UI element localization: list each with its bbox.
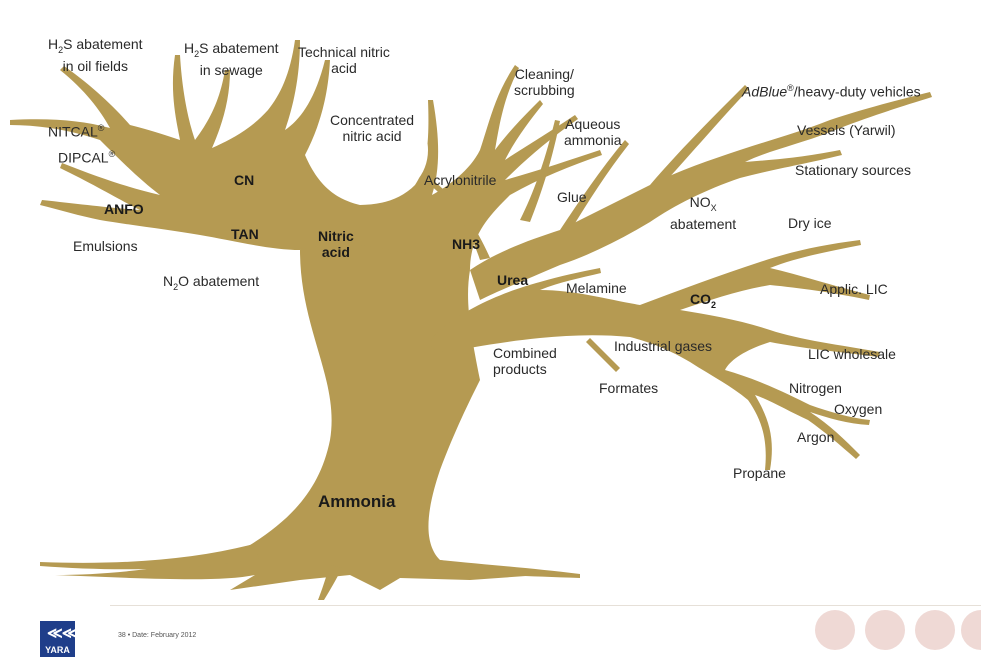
label-urea: Urea	[497, 272, 528, 288]
label-tan: TAN	[231, 226, 259, 242]
label-nox-abatement: NOX abatement	[670, 194, 736, 232]
label-applic-lic: Applic. LIC	[820, 281, 888, 297]
label-formates: Formates	[599, 380, 658, 396]
label-nitrogen: Nitrogen	[789, 380, 842, 396]
yara-logo: ≪≪ YARA	[40, 621, 75, 657]
label-emulsions: Emulsions	[73, 238, 138, 254]
label-n2o-abatement: N2O abatement	[163, 273, 259, 295]
label-argon: Argon	[797, 429, 834, 445]
decorative-dot-3	[915, 610, 955, 650]
label-h2s-sewage: H2S abatement in sewage	[184, 40, 279, 78]
label-h2s-oil-fields: H2S abatement in oil fields	[48, 36, 143, 74]
label-propane: Propane	[733, 465, 786, 481]
label-lic-wholesale: LIC wholesale	[808, 346, 896, 362]
label-ammonia-trunk: Ammonia	[318, 494, 395, 510]
label-stationary-sources: Stationary sources	[795, 162, 911, 178]
label-vessels-yarwil: Vessels (Yarwil)	[797, 122, 896, 138]
label-melamine: Melamine	[566, 280, 627, 296]
label-glue: Glue	[557, 189, 587, 205]
label-anfo: ANFO	[104, 201, 144, 217]
decorative-dot-4	[961, 610, 981, 650]
tree-trunk	[55, 228, 540, 590]
label-nh3: NH3	[452, 236, 480, 252]
label-dry-ice: Dry ice	[788, 215, 832, 231]
label-adblue: AdBlue®/heavy-duty vehicles	[742, 80, 921, 100]
label-nitcal: NITCAL®	[48, 120, 104, 140]
decorative-dot-2	[865, 610, 905, 650]
label-acrylonitrile: Acrylonitrile	[424, 172, 496, 188]
decorative-dot-1	[815, 610, 855, 650]
label-industrial-gases: Industrial gases	[614, 338, 712, 354]
logo-text: YARA	[40, 645, 75, 655]
label-dipcal: DIPCAL®	[58, 146, 115, 166]
label-cn: CN	[234, 172, 254, 188]
label-cleaning-scrubbing: Cleaning/scrubbing	[514, 66, 575, 98]
footer-divider	[110, 605, 981, 606]
label-oxygen: Oxygen	[834, 401, 882, 417]
footer-date: 38 • Date: February 2012	[118, 632, 196, 639]
viking-ship-icon: ≪≪	[47, 624, 76, 642]
label-co2: CO2	[690, 291, 716, 313]
